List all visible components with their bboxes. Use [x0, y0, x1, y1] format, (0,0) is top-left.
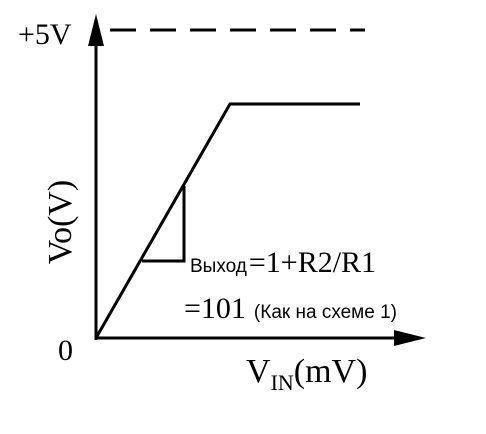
output-curve [94, 102, 360, 339]
gain-formula: =1+R2/R1 [249, 246, 376, 279]
gain-output-word: Выход [190, 256, 247, 277]
gain-reference-note: (Как на схеме 1) [254, 302, 397, 323]
x-axis-label-main: V [246, 353, 271, 390]
x-axis-label-subscript: IN [271, 370, 294, 395]
gain-annotation-line-1: Выход=1+R2/R1 [190, 246, 376, 279]
y-axis-label: Vo(V) [42, 180, 79, 264]
gain-annotation-line-2: =101 (Как на схеме 1) [184, 292, 397, 325]
x-axis-label: VIN(mV) [246, 353, 367, 395]
x-axis-label-unit: (mV) [294, 353, 368, 390]
gain-value: =101 [184, 292, 246, 325]
x-axis-arrowhead [394, 330, 426, 346]
slope-triangle [142, 186, 186, 263]
y-axis-arrowhead [88, 14, 104, 46]
supply-voltage-label: +5V [18, 18, 72, 51]
origin-label: 0 [58, 334, 73, 367]
